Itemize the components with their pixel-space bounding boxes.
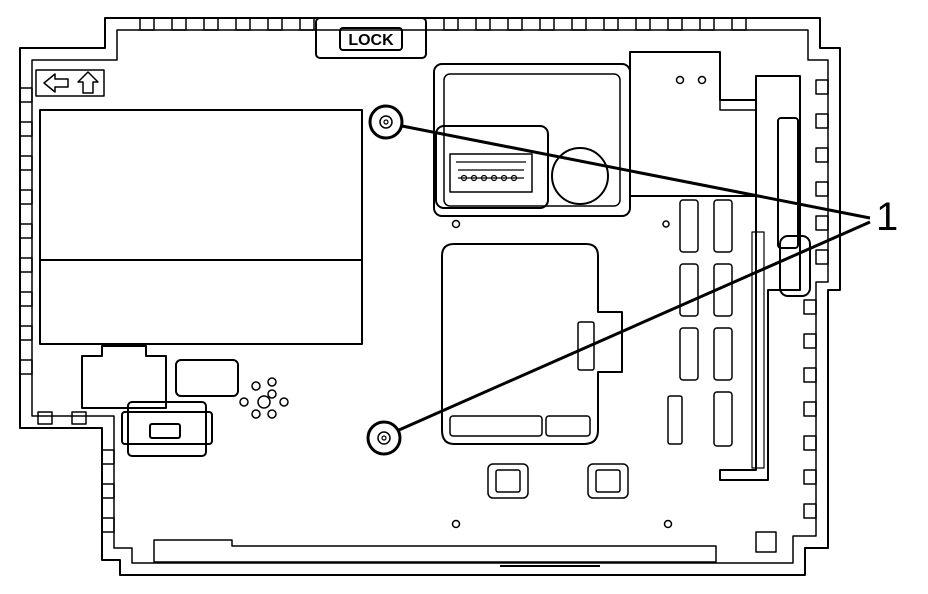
bottom-clips bbox=[451, 463, 673, 529]
leader-line-bottom bbox=[398, 220, 871, 432]
lock-label-box bbox=[339, 27, 403, 51]
callout-number: 1 bbox=[876, 195, 898, 239]
housing-outline bbox=[19, 17, 841, 576]
right-notches bbox=[803, 79, 829, 519]
vent-slots bbox=[662, 199, 733, 447]
lock-tab bbox=[315, 17, 427, 59]
expansion-cover bbox=[441, 243, 623, 445]
side-slot-strip bbox=[719, 75, 811, 481]
bottom-rail bbox=[153, 531, 777, 567]
lower-left-ports bbox=[81, 345, 239, 457]
top-notches bbox=[139, 17, 747, 31]
usb-port-housing bbox=[127, 401, 207, 457]
mounting-screw-bottom bbox=[366, 420, 402, 456]
top-connector-module bbox=[433, 63, 631, 229]
mounting-screw-top bbox=[368, 104, 404, 140]
direction-arrows bbox=[35, 69, 105, 97]
arrow-up-icon bbox=[77, 71, 99, 94]
label-panel bbox=[39, 109, 363, 345]
leader-line-top bbox=[401, 124, 871, 220]
battery-cover bbox=[551, 147, 609, 205]
lock-label: LOCK bbox=[348, 32, 394, 49]
led-cluster bbox=[239, 377, 289, 419]
usb-port bbox=[149, 423, 181, 439]
left-notches bbox=[19, 87, 115, 533]
terminal-block bbox=[435, 125, 549, 209]
side-connector bbox=[779, 235, 811, 297]
arrow-left-icon bbox=[43, 73, 69, 93]
